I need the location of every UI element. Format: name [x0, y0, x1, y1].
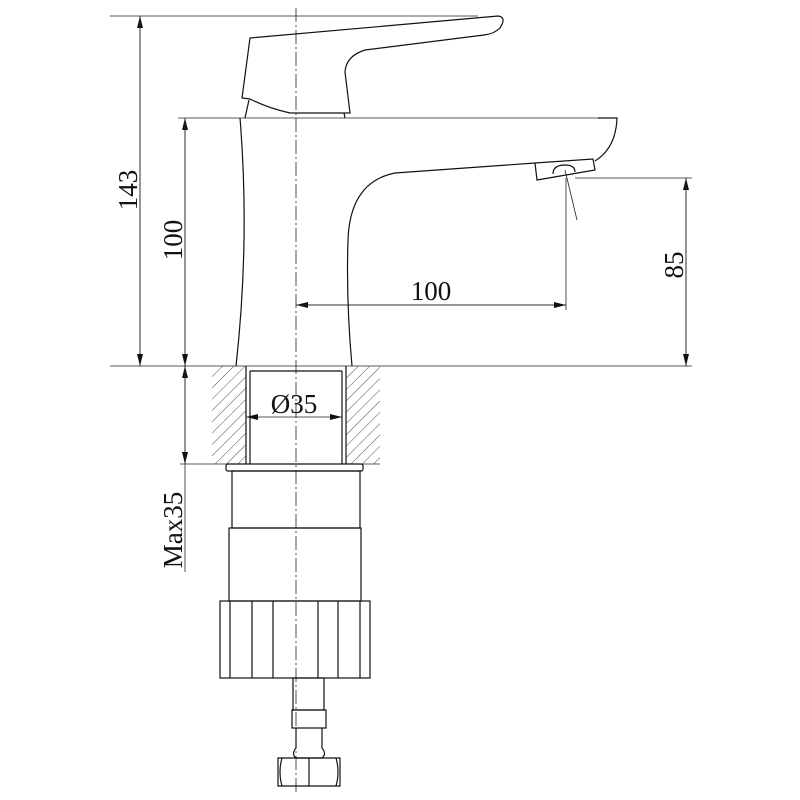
extension-lines [110, 15, 692, 465]
dim-hole-diameter: Ø35 [271, 389, 318, 419]
dim-total-height: 143 [113, 170, 143, 211]
supply-hose-connector [277, 677, 341, 787]
lever-handle [241, 15, 504, 119]
dim-body-height: 100 [158, 220, 188, 261]
dimension-lines [137, 16, 689, 572]
aerator [534, 158, 596, 221]
dim-spout-reach: 100 [411, 276, 452, 306]
dim-spout-height: 85 [659, 252, 689, 279]
countertop-section [212, 366, 380, 464]
dim-max-thickness: Max35 [158, 492, 188, 569]
mounting-assembly [219, 463, 371, 679]
faucet-body [235, 117, 618, 367]
